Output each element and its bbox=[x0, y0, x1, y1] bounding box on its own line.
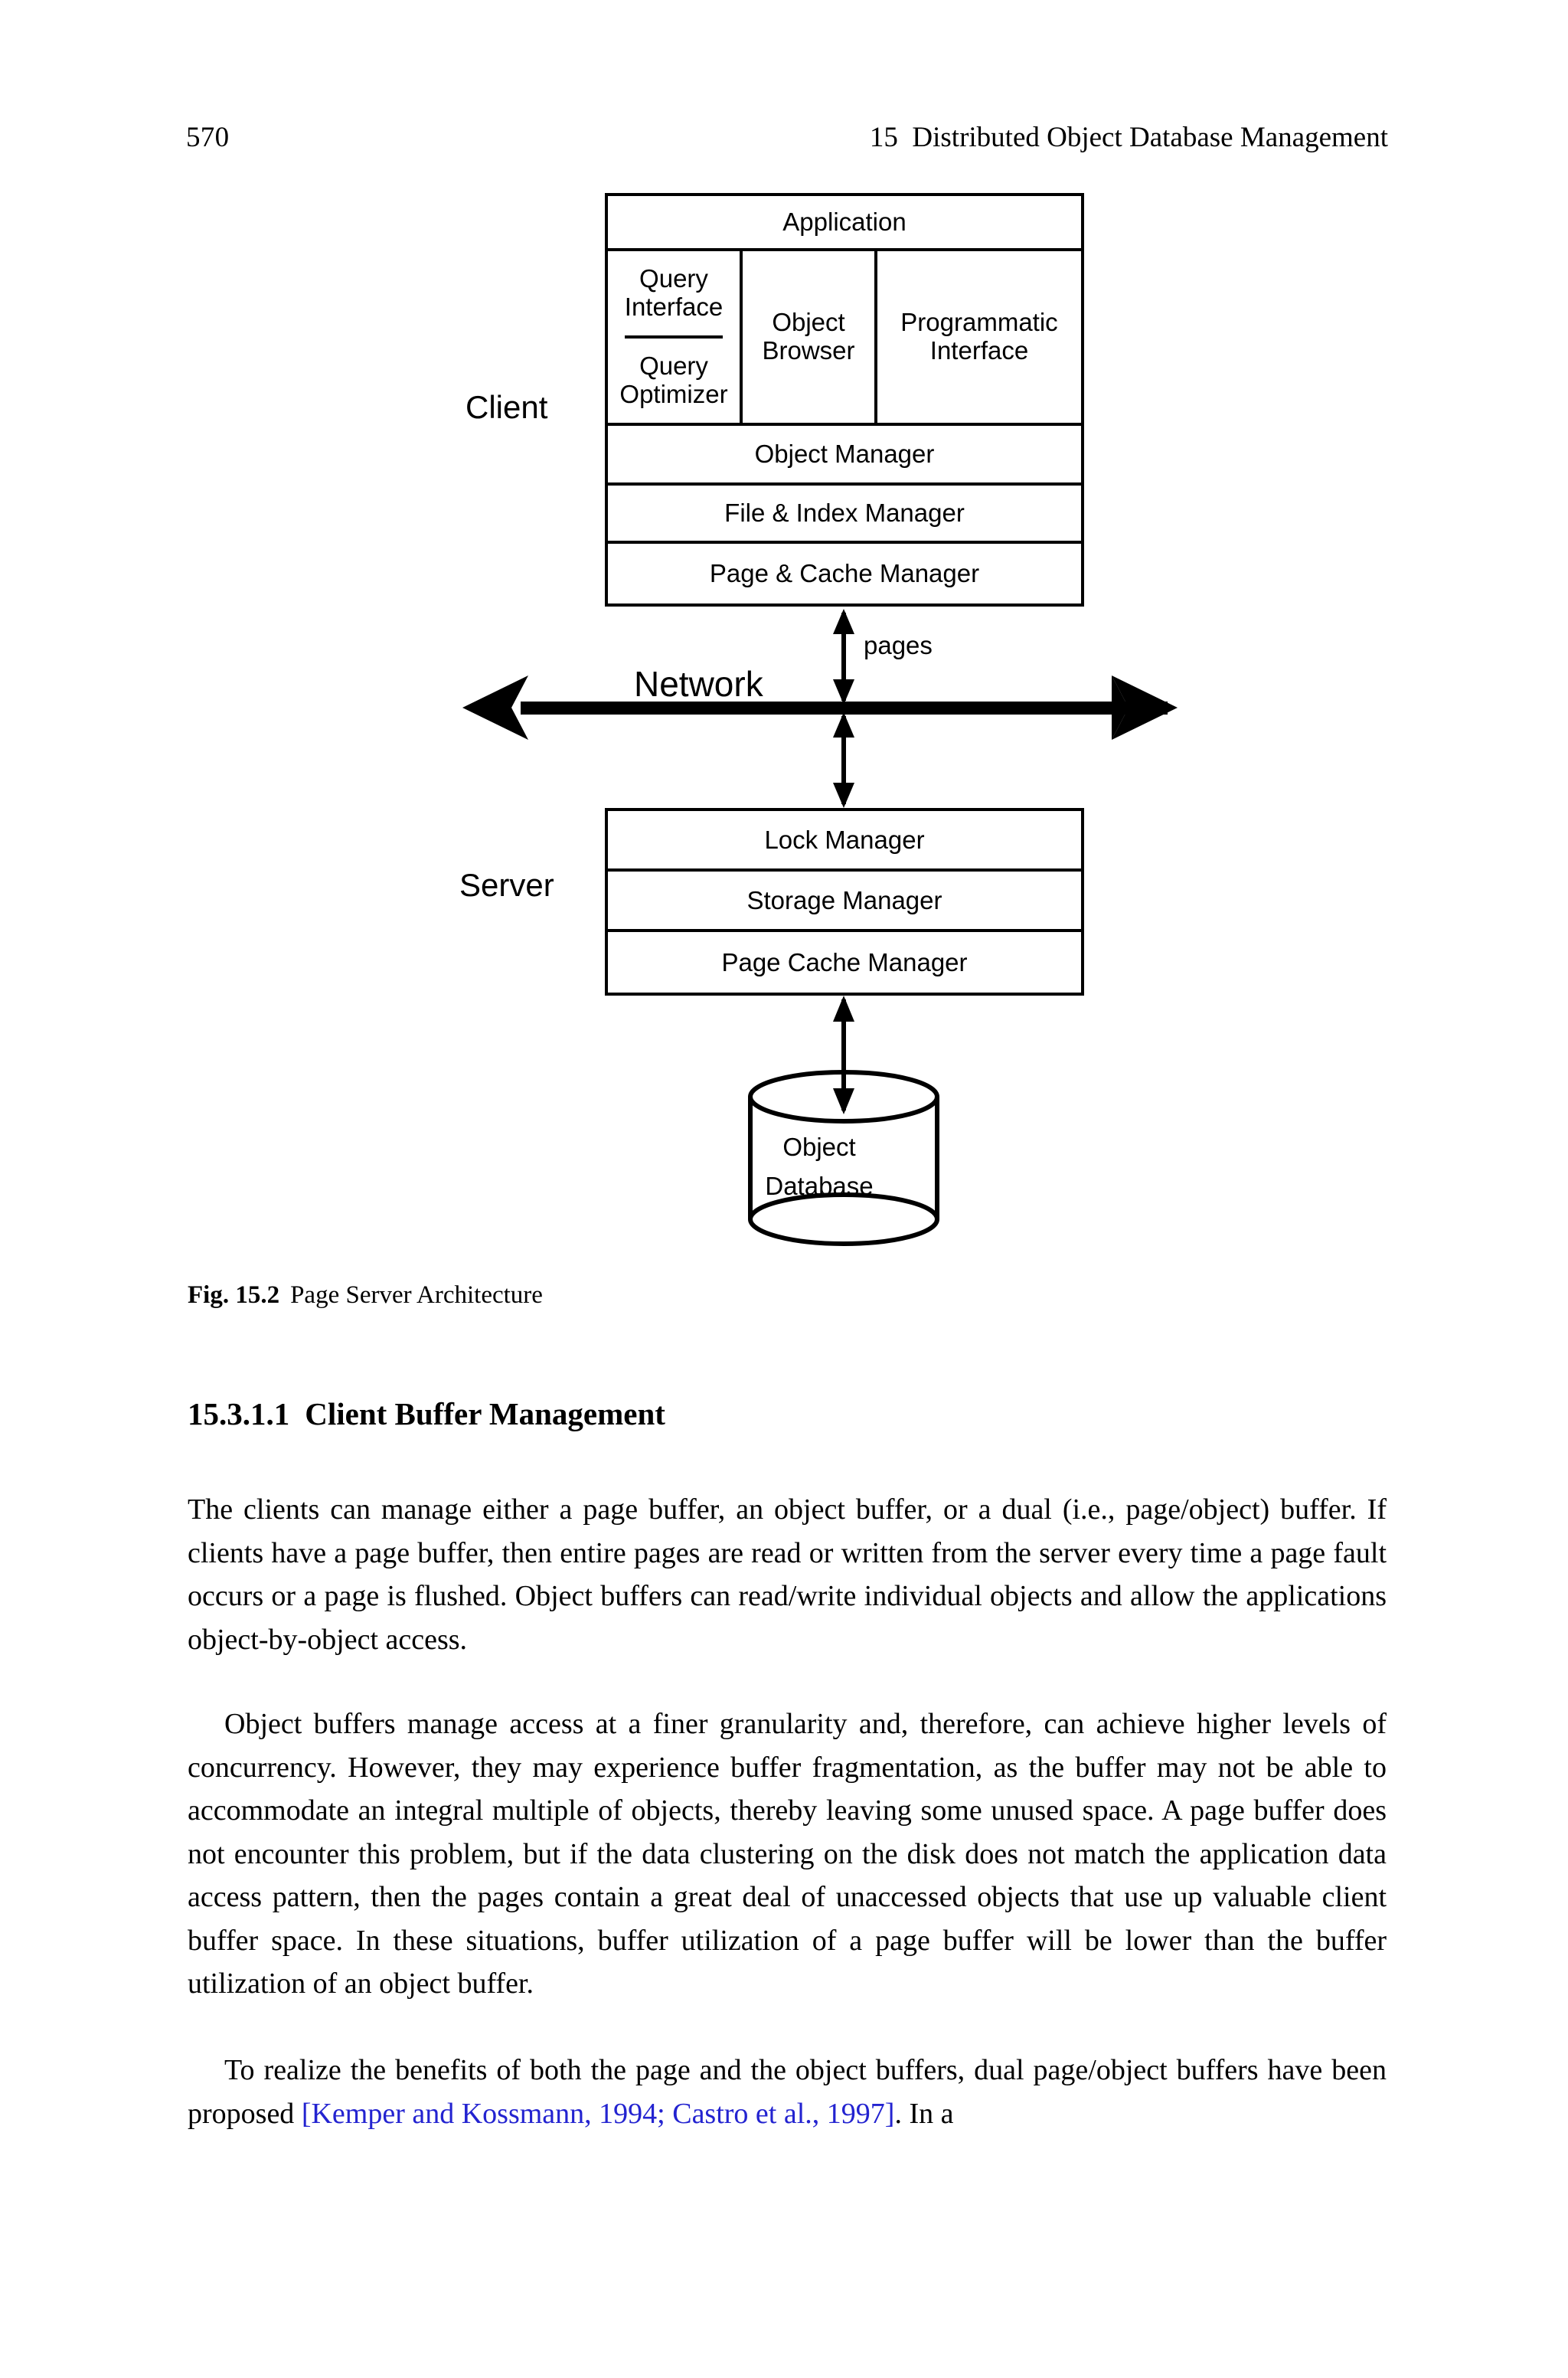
paragraph-three-lead: To realize the benefits of both the page… bbox=[188, 2054, 1387, 2130]
citation-link[interactable]: [Kemper and Kossmann, 1994; Castro et al… bbox=[301, 2097, 895, 2130]
client-layer-file-index-manager: File & Index Manager bbox=[608, 486, 1081, 544]
client-layer-query-interface: Query Interface bbox=[624, 251, 724, 339]
query-column: Query Interface Query Optimizer bbox=[608, 251, 743, 423]
figure-connectors bbox=[462, 609, 1178, 1246]
object-database-line-1: Object bbox=[782, 1133, 856, 1161]
client-label: Client bbox=[466, 389, 548, 425]
client-layer-programmatic-interface: Programmatic Interface bbox=[877, 251, 1081, 423]
page-number: 570 bbox=[186, 122, 230, 153]
programmatic-line-2: Interface bbox=[929, 336, 1029, 365]
programmatic-line-1: Programmatic bbox=[900, 308, 1058, 337]
paragraph-three-text: To realize the benefits of both the page… bbox=[188, 2049, 1387, 2135]
object-database-cylinder bbox=[748, 1070, 939, 1246]
server-layer-lock-manager: Lock Manager bbox=[608, 811, 1081, 872]
figure-caption: Fig. 15.2 Page Server Architecture bbox=[188, 1281, 543, 1310]
chapter-title: 15 Distributed Object Database Managemen… bbox=[869, 122, 1388, 153]
figure-number: Fig. 15.2 bbox=[188, 1281, 280, 1309]
query-optimizer-line-1: Query bbox=[639, 352, 708, 381]
query-optimizer-line-2: Optimizer bbox=[619, 380, 728, 408]
object-browser-line-2: Browser bbox=[762, 336, 855, 365]
client-architecture-stack: Application Query Interface Query Optimi… bbox=[605, 193, 1084, 607]
figure-caption-text: Page Server Architecture bbox=[290, 1281, 543, 1309]
query-interface-line-1: Query bbox=[639, 264, 708, 293]
client-interface-row: Query Interface Query Optimizer Object B… bbox=[608, 251, 1081, 426]
arrow-client-to-network bbox=[833, 609, 854, 705]
paragraph-three-tail: . In a bbox=[894, 2097, 954, 2130]
paragraph-three: To realize the benefits of both the page… bbox=[188, 2049, 1387, 2135]
section-number: 15.3.1.1 bbox=[188, 1396, 290, 1431]
query-interface-line-2: Interface bbox=[624, 293, 724, 321]
section-heading: 15.3.1.1 Client Buffer Management bbox=[188, 1395, 665, 1432]
client-layer-object-browser: Object Browser bbox=[743, 251, 877, 423]
object-database-label: Object Database bbox=[727, 1127, 911, 1205]
server-layer-page-cache-manager: Page Cache Manager bbox=[608, 932, 1081, 993]
server-label: Server bbox=[459, 867, 554, 903]
section-title: Client Buffer Management bbox=[305, 1396, 665, 1431]
network-bus-arrow bbox=[462, 675, 1178, 740]
network-label: Network bbox=[634, 664, 763, 704]
figure-page-server-architecture: Client Server Application Query Interfac… bbox=[459, 193, 1178, 1246]
paragraph-one-text: The clients can manage either a page buf… bbox=[188, 1493, 1387, 1656]
server-layer-storage-manager: Storage Manager bbox=[608, 872, 1081, 932]
client-layer-query-optimizer: Query Optimizer bbox=[619, 339, 727, 423]
client-layer-page-cache-manager: Page & Cache Manager bbox=[608, 544, 1081, 603]
server-architecture-stack: Lock Manager Storage Manager Page Cache … bbox=[605, 808, 1084, 996]
paragraph-two: Object buffers manage access at a finer … bbox=[188, 1703, 1387, 2006]
pages-flow-label: pages bbox=[864, 631, 933, 659]
client-layer-application: Application bbox=[608, 196, 1081, 251]
arrow-network-to-server bbox=[833, 712, 854, 808]
client-layer-object-manager: Object Manager bbox=[608, 426, 1081, 486]
object-database-line-2: Database bbox=[765, 1172, 874, 1201]
paragraph-one: The clients can manage either a page buf… bbox=[188, 1488, 1387, 1661]
arrow-server-to-database bbox=[833, 996, 854, 1114]
page-running-header: 570 15 Distributed Object Database Manag… bbox=[186, 121, 1388, 156]
object-browser-line-1: Object bbox=[772, 308, 845, 337]
paragraph-two-text: Object buffers manage access at a finer … bbox=[188, 1708, 1387, 2000]
